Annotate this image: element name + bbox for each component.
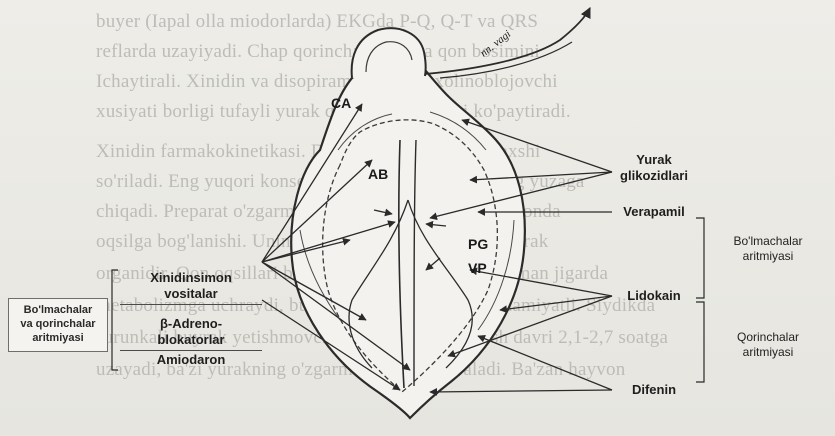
side-label-line: Qorinchalar: [712, 330, 824, 345]
drug-beta-blockers: β-Adreno- blokatorlar: [120, 316, 262, 351]
label-ca: CA: [331, 95, 351, 111]
drug-line: Difenin: [612, 382, 696, 398]
drug-line: blokatorlar: [120, 332, 262, 348]
drug-line: Lidokain: [612, 288, 696, 304]
left-title-line: Bo'lmachalar: [9, 303, 107, 317]
side-label-line: aritmiyasi: [712, 345, 824, 360]
drug-xinidinsimon: Xinidinsimon vositalar: [120, 270, 262, 305]
drug-line: Xinidinsimon: [120, 270, 262, 286]
label-ab: AB: [368, 166, 388, 182]
drug-verapamil: Verapamil: [612, 204, 696, 220]
left-bracket: [112, 270, 118, 370]
right-bracket-ventricular: [696, 302, 704, 382]
drug-line: Amiodaron: [120, 352, 262, 368]
drug-line: Verapamil: [612, 204, 696, 220]
left-title-line: va qorinchalar: [9, 317, 107, 331]
label-atrial-arrhythmia: Bo'lmachalar aritmiyasi: [712, 234, 824, 264]
side-label-line: aritmiyasi: [712, 249, 824, 264]
label-ventricular-arrhythmia: Qorinchalar aritmiyasi: [712, 330, 824, 360]
drug-line: β-Adreno-: [120, 316, 262, 332]
label-vp: VP: [468, 260, 487, 276]
label-pg: PG: [468, 236, 488, 252]
left-group-title-box: Bo'lmachalar va qorinchalar aritmiyasi: [8, 298, 108, 352]
aorta: [352, 28, 426, 78]
drug-amiodaron: Amiodaron: [120, 352, 262, 368]
drug-line: vositalar: [120, 286, 262, 302]
left-title-line: aritmiyasi: [9, 331, 107, 345]
heart-outline: [291, 64, 525, 418]
drug-cardiac-glycosides: Yurak glikozidlari: [612, 152, 696, 184]
drug-line: glikozidlari: [612, 168, 696, 184]
side-label-line: Bo'lmachalar: [712, 234, 824, 249]
drug-line: Yurak: [612, 152, 696, 168]
right-bracket-atrial: [696, 218, 704, 298]
drug-lidokain: Lidokain: [612, 288, 696, 304]
drug-difenin: Difenin: [612, 382, 696, 398]
